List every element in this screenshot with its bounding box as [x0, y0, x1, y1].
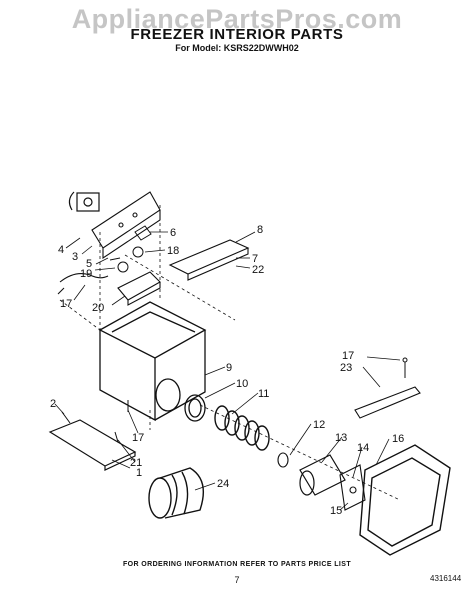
- cover-panel: [168, 239, 250, 281]
- ice-bin-housing: [98, 301, 207, 422]
- wire-harness: [57, 273, 109, 295]
- callout-20: 19: [80, 268, 92, 280]
- switch-parts: [109, 225, 152, 273]
- callout-22: 21: [130, 457, 142, 469]
- ordering-footer: FOR ORDERING INFORMATION REFER TO PARTS …: [122, 561, 352, 568]
- callout-17-right: 17: [342, 350, 354, 362]
- motor-part: [68, 191, 100, 212]
- screws-left: [61, 400, 129, 443]
- trim-strip: [354, 386, 421, 419]
- leader-lines: [54, 231, 401, 511]
- callout-7: 7: [252, 253, 258, 265]
- callout-8: 8: [257, 224, 263, 236]
- model-subtitle: For Model: KSRS22DWWH02: [175, 43, 299, 53]
- callout-23: 22: [252, 264, 264, 276]
- callout-10: 10: [236, 378, 248, 390]
- auger-spring: [214, 405, 270, 451]
- guide-rail: [48, 419, 137, 471]
- callout-labels: 4 3 5 19 6 18 17 20 8 7 22 9 10 11 12 13…: [50, 224, 404, 517]
- washer-part: [277, 452, 289, 468]
- callout-18: 17: [60, 298, 72, 310]
- callout-4: 4: [58, 244, 64, 256]
- callout-13: 13: [335, 432, 347, 444]
- callout-17-left: 17: [132, 432, 144, 444]
- housing-part: [117, 271, 161, 306]
- callout-9: 9: [226, 362, 232, 374]
- watermark: AppliancePartsPros.com: [71, 4, 403, 34]
- callout-5: 5: [86, 258, 92, 270]
- callout-25: 24: [217, 478, 229, 490]
- callout-21: 20: [92, 302, 104, 314]
- screw-17-right: [402, 357, 408, 378]
- callout-12: 12: [313, 419, 325, 431]
- page-number: 7: [234, 575, 240, 585]
- callout-19: 18: [167, 245, 179, 257]
- callout-2: 2: [50, 398, 56, 410]
- bracket-plate: [91, 191, 161, 260]
- callout-14: 14: [357, 442, 369, 454]
- diagram-title: FREEZER INTERIOR PARTS: [130, 26, 344, 43]
- callout-11: 11: [258, 388, 269, 400]
- callout-6: 6: [170, 227, 176, 239]
- auger-part: [148, 467, 204, 519]
- callout-16: 16: [392, 433, 404, 445]
- bushing-part: [299, 454, 346, 496]
- callout-3: 3: [72, 251, 78, 263]
- seal-ring: [184, 394, 206, 422]
- mounting-bracket: [339, 464, 366, 511]
- callout-24: 23: [340, 362, 352, 374]
- front-cover: [359, 444, 451, 556]
- callout-1: 1: [136, 467, 142, 479]
- callout-15: 15: [330, 505, 342, 517]
- document-number: 4316144: [430, 574, 462, 583]
